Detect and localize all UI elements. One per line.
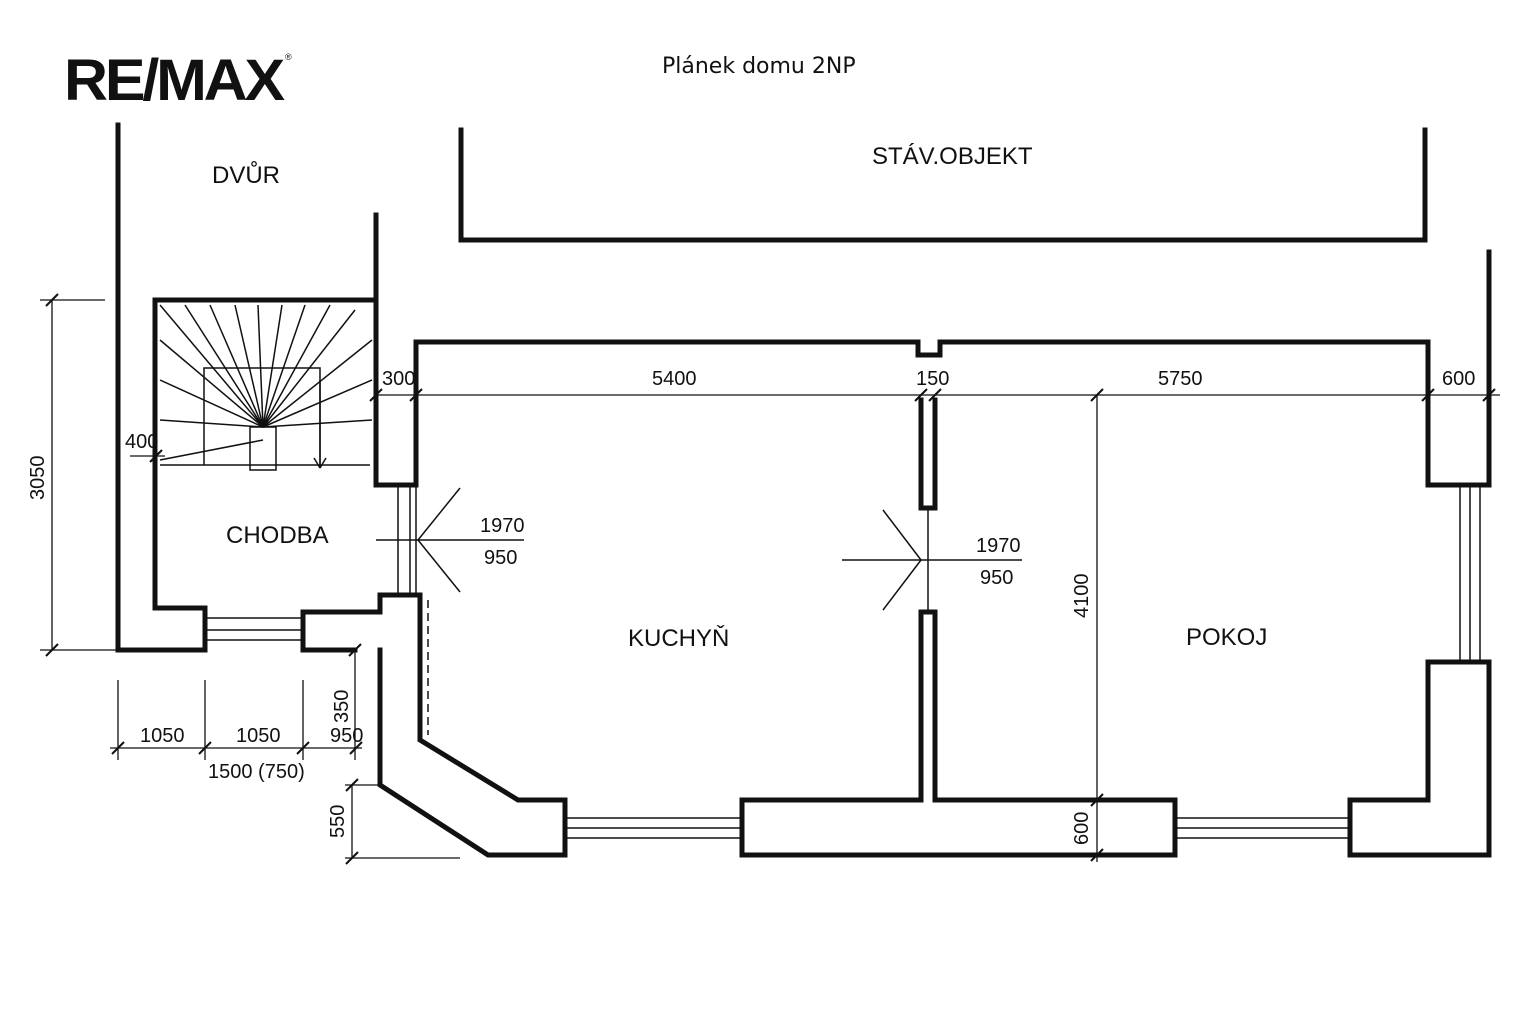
remax-logo: RE/MAX ® bbox=[64, 48, 292, 113]
room-label-stav-objekt: STÁV.OBJEKT bbox=[872, 143, 1033, 170]
existing-building: STÁV.OBJEKT bbox=[458, 127, 1428, 243]
dim-350: 350 bbox=[331, 690, 353, 723]
stair-block bbox=[152, 297, 1492, 653]
dim-600-top: 600 bbox=[1442, 368, 1475, 390]
dim-5750: 5750 bbox=[1158, 368, 1203, 390]
room-label-pokoj: POKOJ bbox=[1186, 624, 1267, 651]
dim-3050: 3050 bbox=[27, 456, 49, 501]
staircase bbox=[159, 304, 373, 471]
pokoj-walls bbox=[932, 397, 1492, 858]
outer-walls bbox=[115, 122, 1492, 653]
dim-4100: 4100 bbox=[1071, 574, 1093, 619]
dim-5400: 5400 bbox=[652, 368, 697, 390]
dimension-lines-bottom bbox=[110, 643, 363, 760]
room-label-dvur: DVŮR bbox=[212, 160, 280, 189]
dim-1050-a: 1050 bbox=[140, 725, 185, 747]
registered-mark: ® bbox=[285, 52, 292, 62]
remax-logo-text: RE/MAX bbox=[64, 48, 285, 113]
dimension-lines-top bbox=[369, 388, 1500, 402]
dimension-550 bbox=[345, 778, 460, 865]
dim-950: 950 bbox=[330, 725, 363, 747]
dim-1500: 1500 (750) bbox=[208, 761, 305, 783]
door1-width: 950 bbox=[484, 547, 517, 569]
dim-300: 300 bbox=[382, 368, 415, 390]
dim-150: 150 bbox=[916, 368, 949, 390]
room-label-kuchyn: KUCHYŇ bbox=[628, 625, 729, 652]
door2-height: 1970 bbox=[976, 535, 1021, 557]
dimension-3050 bbox=[40, 293, 118, 657]
door1-height: 1970 bbox=[480, 515, 525, 537]
dimension-400 bbox=[130, 449, 165, 463]
dim-600-bottom: 600 bbox=[1071, 812, 1093, 845]
plan-title: Plánek domu 2NP bbox=[662, 54, 856, 79]
room-label-chodba: CHODBA bbox=[226, 522, 329, 549]
door-chodba-kuchyn bbox=[376, 485, 524, 595]
dim-400: 400 bbox=[125, 431, 158, 453]
dim-550: 550 bbox=[327, 805, 349, 838]
kitchen-walls bbox=[377, 592, 1178, 858]
dimension-4100 bbox=[1090, 388, 1104, 862]
dim-1050-b: 1050 bbox=[236, 725, 281, 747]
partition-wall bbox=[842, 397, 1022, 803]
door2-width: 950 bbox=[980, 567, 1013, 589]
